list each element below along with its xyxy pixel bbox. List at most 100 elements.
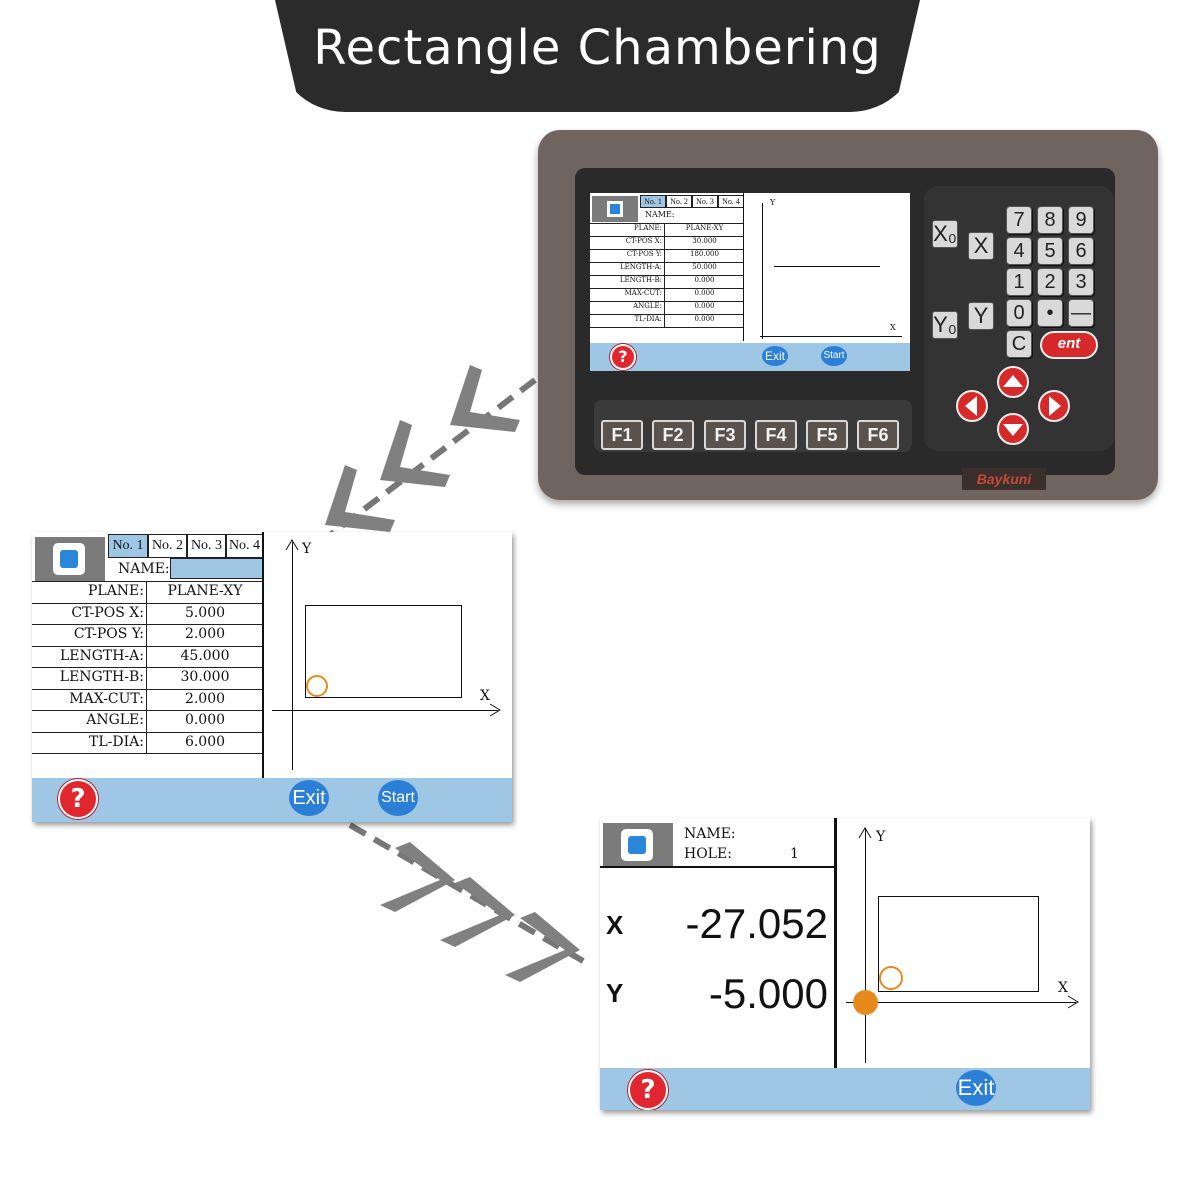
row-divider bbox=[32, 710, 262, 711]
param-label: ANGLE: bbox=[633, 302, 662, 310]
param-value[interactable]: 0.000 bbox=[694, 289, 715, 297]
f6-key[interactable]: F6 bbox=[857, 420, 899, 450]
y-zero-key[interactable]: Y₀ bbox=[932, 311, 958, 339]
param-value[interactable]: 50.000 bbox=[692, 263, 717, 271]
app-logo bbox=[592, 196, 638, 222]
exit-button[interactable]: Exit bbox=[289, 780, 329, 816]
tab-no-2[interactable]: No. 2 bbox=[666, 195, 692, 208]
param-value[interactable]: 2.000 bbox=[184, 626, 226, 642]
key-8[interactable]: 8 bbox=[1037, 206, 1063, 234]
param-label: LENGTH-A: bbox=[59, 647, 144, 664]
chevron-icon bbox=[505, 912, 580, 982]
row-divider bbox=[590, 301, 743, 302]
key-3[interactable]: 3 bbox=[1068, 268, 1094, 296]
hole-label: HOLE: bbox=[684, 846, 732, 862]
param-label: LENGTH-B: bbox=[59, 669, 144, 685]
key-7[interactable]: 7 bbox=[1006, 206, 1032, 234]
tab-no-1[interactable]: No. 1 bbox=[640, 195, 666, 208]
y-coordinate-value: -5.000 bbox=[708, 970, 828, 1017]
param-value[interactable]: 30.000 bbox=[180, 669, 230, 685]
param-label: MAX-CUT: bbox=[69, 690, 144, 707]
app-icon bbox=[60, 550, 78, 568]
x-axis bbox=[846, 1002, 1076, 1003]
f4-key[interactable]: F4 bbox=[755, 420, 797, 450]
axis-arrows bbox=[858, 827, 1079, 1009]
y-axis-label: Y bbox=[302, 541, 312, 557]
enter-key[interactable]: ent bbox=[1040, 331, 1098, 359]
help-button[interactable]: ? bbox=[58, 779, 98, 819]
key-5[interactable]: 5 bbox=[1037, 237, 1063, 265]
tab-no-3[interactable]: No. 3 bbox=[187, 534, 226, 558]
key-clear[interactable]: C bbox=[1006, 330, 1032, 358]
param-value[interactable]: 180.000 bbox=[690, 250, 719, 258]
param-value[interactable]: PLANE-XY bbox=[685, 224, 724, 232]
bottom-bar bbox=[32, 778, 512, 822]
help-button[interactable]: ? bbox=[610, 344, 636, 370]
hole-value: 1 bbox=[790, 846, 799, 862]
exit-button[interactable]: Exit bbox=[956, 1070, 996, 1106]
preview-line bbox=[774, 266, 880, 267]
key-minus[interactable]: — bbox=[1068, 299, 1094, 327]
tab-no-3[interactable]: No. 3 bbox=[692, 195, 718, 208]
tab-no-1[interactable]: No. 1 bbox=[108, 534, 148, 558]
x-key[interactable]: X bbox=[968, 232, 994, 260]
name-label: NAME: bbox=[645, 210, 675, 219]
tab-no-4[interactable]: No. 4 bbox=[226, 534, 263, 558]
arrow-pad bbox=[956, 366, 1070, 445]
param-label: LENGTH-A: bbox=[619, 263, 662, 271]
dashed-flow-line-top bbox=[328, 377, 537, 538]
param-label: CT-POS Y: bbox=[626, 250, 662, 258]
param-value[interactable]: PLANE-XY bbox=[167, 583, 243, 599]
f1-key[interactable]: F1 bbox=[601, 420, 643, 450]
current-position-marker bbox=[853, 990, 878, 1015]
f2-key[interactable]: F2 bbox=[652, 420, 694, 450]
pocket-rectangle bbox=[305, 605, 462, 698]
start-button[interactable]: Start bbox=[378, 780, 418, 816]
param-value[interactable]: 30.000 bbox=[692, 237, 717, 245]
row-divider bbox=[32, 688, 262, 690]
key-2[interactable]: 2 bbox=[1037, 268, 1063, 296]
row-divider bbox=[32, 581, 262, 582]
key-0[interactable]: 0 bbox=[1006, 299, 1032, 327]
y-axis-label: Y bbox=[876, 829, 886, 845]
tab-no-2[interactable]: No. 2 bbox=[148, 534, 187, 558]
chevron-icon bbox=[325, 465, 395, 532]
key-4[interactable]: 4 bbox=[1006, 237, 1032, 265]
exit-button[interactable]: Exit bbox=[762, 346, 788, 366]
arrow-down-icon bbox=[1003, 424, 1023, 436]
row-divider bbox=[32, 645, 262, 647]
row-divider bbox=[32, 731, 262, 733]
arrow-right-icon bbox=[1049, 396, 1061, 416]
f3-key[interactable]: F3 bbox=[704, 420, 746, 450]
app-icon bbox=[610, 204, 620, 214]
param-value[interactable]: 6.000 bbox=[184, 733, 226, 750]
x-zero-key[interactable]: X₀ bbox=[932, 220, 958, 248]
help-button[interactable]: ? bbox=[628, 1070, 668, 1110]
key-decimal[interactable]: • bbox=[1037, 299, 1063, 327]
start-button[interactable]: Start bbox=[821, 346, 847, 366]
y-axis bbox=[762, 203, 763, 339]
param-value[interactable]: 0.000 bbox=[694, 276, 715, 284]
tab-no-4[interactable]: No. 4 bbox=[718, 195, 744, 208]
param-value[interactable]: 0.000 bbox=[694, 315, 715, 323]
arrow-up-icon bbox=[1003, 375, 1023, 387]
key-6[interactable]: 6 bbox=[1068, 237, 1094, 265]
f5-key[interactable]: F5 bbox=[806, 420, 848, 450]
y-axis-label: Y bbox=[770, 198, 776, 207]
bottom-bar bbox=[590, 343, 910, 371]
param-value[interactable]: 2.000 bbox=[184, 690, 226, 707]
param-value[interactable]: 0.000 bbox=[694, 302, 715, 310]
param-value[interactable]: 45.000 bbox=[180, 647, 230, 664]
row-divider bbox=[590, 249, 743, 250]
row-divider bbox=[32, 667, 262, 668]
y-key[interactable]: Y bbox=[968, 302, 994, 330]
run-screen: NAME: HOLE: 1 X -27.052 Y -5.000 Y X ? E… bbox=[600, 818, 1090, 1110]
key-9[interactable]: 9 bbox=[1068, 206, 1094, 234]
app-icon bbox=[628, 836, 646, 854]
row-divider bbox=[590, 288, 743, 289]
param-value[interactable]: 5.000 bbox=[184, 604, 226, 621]
chevron-icon bbox=[440, 877, 515, 947]
key-1[interactable]: 1 bbox=[1006, 268, 1032, 296]
param-value[interactable]: 0.000 bbox=[184, 712, 226, 728]
name-label: NAME: bbox=[118, 561, 170, 577]
